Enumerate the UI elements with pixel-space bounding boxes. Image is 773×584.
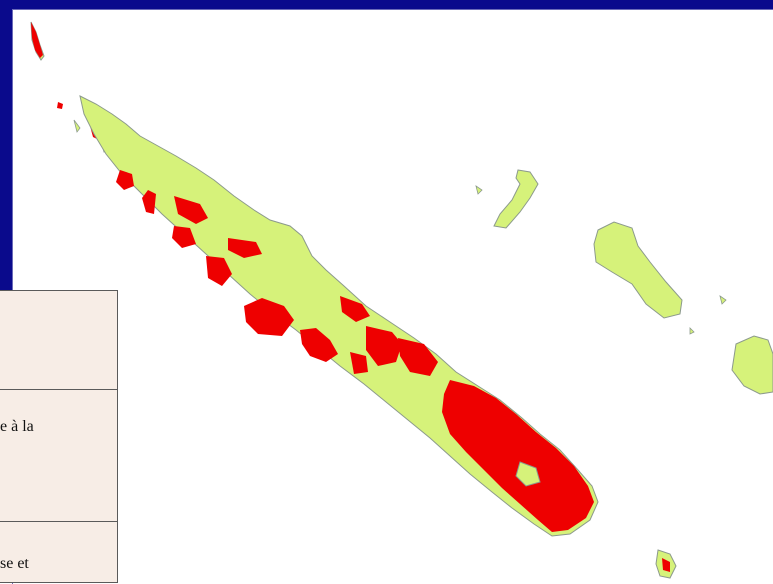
southern-enclave xyxy=(515,461,541,487)
islet xyxy=(689,327,695,335)
legend-row-divider xyxy=(0,521,117,522)
ultramafic-massif-kopeto xyxy=(244,298,294,336)
islet xyxy=(73,119,81,133)
ultramafic-massif-11 xyxy=(350,352,368,374)
ouvea-island xyxy=(493,169,539,229)
ultramafic-massif-10 xyxy=(398,338,438,376)
legend-panel: e à la se et xyxy=(0,290,118,583)
ultramafic-belep xyxy=(31,22,43,58)
ultramafic-massif-6 xyxy=(228,238,262,258)
ultramafic-massif-8 xyxy=(340,296,370,322)
legend-text-fragment: e à la xyxy=(0,418,34,435)
blue-frame-left xyxy=(0,0,12,290)
ultramafic-islet-north xyxy=(57,102,63,109)
ouvea-atoll-islet xyxy=(475,185,483,195)
ultramafic-great-southern-massif xyxy=(442,380,594,532)
ultramafic-massif-3 xyxy=(174,196,208,224)
ultramafic-massif-7 xyxy=(300,328,338,362)
ultramafic-massif-1 xyxy=(116,170,134,190)
ultramafic-isle-of-pines xyxy=(662,558,670,572)
ultramafic-massif-2 xyxy=(142,190,156,214)
legend-text-fragment: se et xyxy=(0,555,29,572)
tiga-islet xyxy=(719,295,727,305)
blue-frame-top xyxy=(0,0,773,9)
mare-island xyxy=(731,335,773,395)
ultramafic-massif-5 xyxy=(206,256,232,286)
ultramafic-massif-9 xyxy=(366,326,402,366)
ultramafic-massif-4 xyxy=(172,226,196,248)
lifou-island xyxy=(593,221,683,319)
legend-row-divider xyxy=(0,389,117,390)
